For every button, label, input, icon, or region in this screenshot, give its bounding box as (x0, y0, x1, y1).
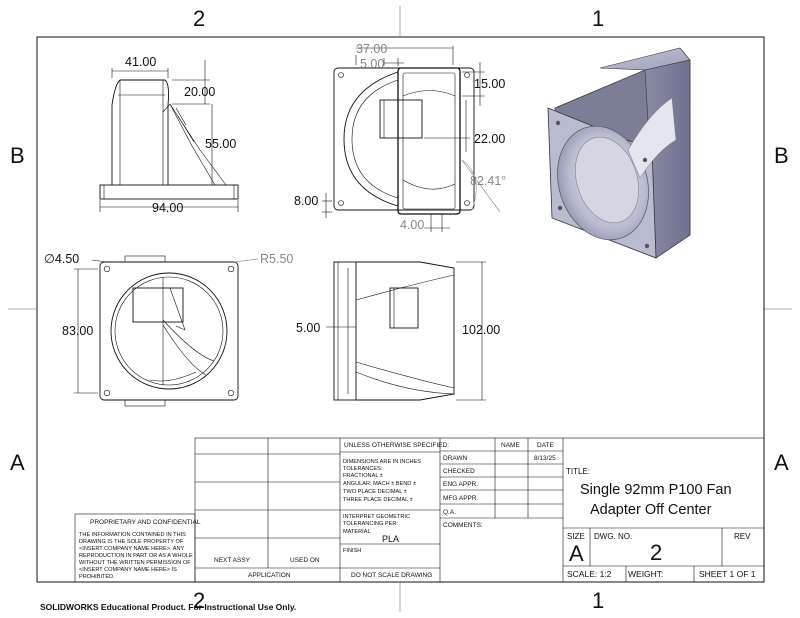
drawn-label: DRAWN (443, 455, 468, 462)
title-label: TITLE: (566, 467, 590, 476)
mfg-appr-label: MFG APPR. (443, 495, 479, 502)
eng-appr-label: ENG APPR. (443, 481, 478, 488)
col-date: DATE (537, 442, 555, 449)
prop-line-1: THE INFORMATION CONTAINED IN THIS (79, 532, 186, 538)
dim-top-radius: R5.50 (260, 252, 293, 266)
dwg-no-label: DWG. NO. (594, 532, 632, 541)
tol-line-1: DIMENSIONS ARE IN INCHES (343, 459, 421, 465)
top-view: ∅4.50 R5.50 83.00 (44, 252, 293, 407)
dim-top-hole: ∅4.50 (44, 252, 79, 266)
dim-top-height: 83.00 (62, 324, 93, 338)
size-label: SIZE (567, 532, 585, 541)
qa-label: Q.A. (443, 509, 456, 516)
size-value: A (569, 541, 584, 566)
zone-label-bottom-right: 1 (592, 588, 604, 613)
zone-label-bottom-left: 2 (193, 588, 205, 613)
tol-line-6: THREE PLACE DECIMAL ± (343, 497, 413, 503)
dim-side-h2: 55.00 (205, 137, 236, 151)
finish-label: FINISH (343, 548, 361, 554)
material-value: PLA (382, 534, 399, 544)
dim-front-w2: 5.00 (360, 57, 384, 71)
educational-watermark-note: SOLIDWORKS Educational Product. For Inst… (40, 602, 297, 612)
dim-right-offset: 5.00 (296, 321, 320, 335)
dim-side-base-width: 94.00 (152, 201, 183, 215)
zone-label-top-right: 1 (592, 6, 604, 31)
drawing-title-line-1: Single 92mm P100 Fan (580, 482, 732, 498)
next-assy-label: NEXT ASSY (214, 557, 251, 564)
col-name: NAME (501, 442, 520, 449)
material-label: MATERIAL (343, 529, 371, 535)
dim-front-angle: 82.41° (470, 174, 506, 188)
side-view: 41.00 20.00 55.00 94.00 (99, 55, 239, 215)
used-on-label: USED ON (290, 557, 320, 564)
dim-side-h1: 20.00 (184, 85, 215, 99)
tol-line-3: FRACTIONAL ± (343, 473, 383, 479)
dim-front-bottom: 4.00 (400, 218, 424, 232)
dim-front-w1: 37.00 (356, 42, 387, 56)
prop-line-7: PROHIBITED. (79, 574, 115, 580)
prop-line-6: <INSERT COMPANY NAME HERE> IS (79, 567, 177, 573)
sheet-label: SHEET 1 OF 1 (699, 569, 756, 579)
front-view: 37.00 5.00 15.00 22.00 82.41° 8.00 4.00 (294, 42, 506, 232)
right-view: 5.00 102.00 (296, 261, 500, 401)
tol-line-5: TWO PLACE DECIMAL ± (343, 489, 407, 495)
scale-label: SCALE: 1:2 (567, 569, 612, 579)
dwg-no-value: 2 (650, 540, 662, 565)
do-not-scale-label: DO NOT SCALE DRAWING (351, 572, 432, 579)
zone-label-right-upper: B (774, 143, 789, 168)
zone-label-left-upper: B (10, 143, 25, 168)
interpret-line-1: INTERPRET GEOMETRIC (343, 514, 410, 520)
comments-label: COMMENTS: (443, 522, 483, 529)
title-block: PROPRIETARY AND CONFIDENTIAL THE INFORMA… (74, 437, 765, 583)
zone-label-right-lower: A (774, 450, 789, 475)
dim-front-h1: 15.00 (474, 77, 505, 91)
rev-label: REV (734, 532, 751, 541)
isometric-view (547, 47, 691, 259)
proprietary-header: PROPRIETARY AND CONFIDENTIAL (90, 519, 201, 526)
prop-line-4: REPRODUCTION IN PART OR AS A WHOLE (79, 553, 193, 559)
tol-line-4: ANGULAR: MACH ± BEND ± (343, 481, 416, 487)
prop-line-5: WITHOUT THE WRITTEN PERMISSION OF (79, 560, 191, 566)
weight-label: WEIGHT: (628, 569, 663, 579)
prop-line-2: DRAWING IS THE SOLE PROPERTY OF (79, 539, 184, 545)
drawn-date: 8/13/25 (534, 455, 556, 462)
tolerance-header: UNLESS OTHERWISE SPECIFIED: (344, 442, 449, 449)
zone-label-top-left: 2 (193, 6, 205, 31)
dim-front-h2: 22.00 (474, 132, 505, 146)
dim-front-left: 8.00 (294, 194, 318, 208)
drawing-title-line-2: Adapter Off Center (590, 502, 712, 518)
dim-right-height: 102.00 (462, 323, 500, 337)
zone-label-left-lower: A (10, 450, 25, 475)
application-label: APPLICATION (248, 572, 291, 579)
checked-label: CHECKED (443, 468, 475, 475)
prop-line-3: <INSERT COMPANY NAME HERE>. ANY (79, 546, 185, 552)
dim-side-width-top: 41.00 (125, 55, 156, 69)
tol-line-2: TOLERANCES: (343, 466, 383, 472)
interpret-line-2: TOLERANCING PER: (343, 521, 398, 527)
zone-grid: 2 1 2 1 B A B A (8, 6, 792, 613)
